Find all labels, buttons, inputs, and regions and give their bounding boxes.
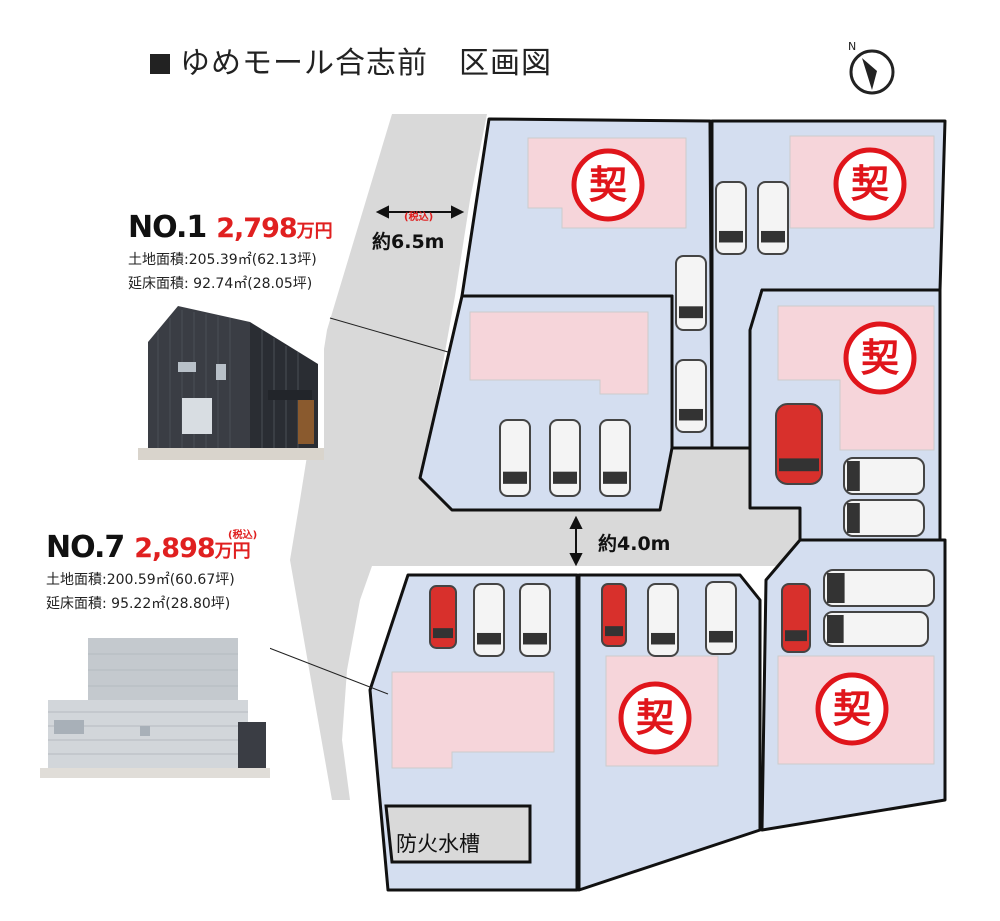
lot-no7-info: NO.7 2,898万円 (税込) 土地面積:200.59㎡(60.67坪) 延床… [46,530,257,613]
white-car-icon [843,457,925,495]
floor-area-label: 延床面積: [46,596,107,612]
red-car-icon [775,403,823,485]
contract-mark-icon: 契 [571,148,645,222]
lot-no7-number: NO.7 [46,530,125,565]
lot-no7-price: 2,898 [134,533,215,564]
building-no1 [469,311,649,395]
lot-no7-price-unit: 万円 [214,541,251,562]
lot-no1-leader-line [329,317,449,353]
road-width-center-label: 約4.0m [598,532,670,555]
compass-north-label: N [848,40,856,53]
land-area-value: 200.59㎡(60.67坪) [106,572,235,588]
lot-no7-floor-area: 延床面積: 95.22㎡(28.80坪) [46,593,251,613]
white-car-icon [675,359,707,433]
lot-no1-tax-note: (税込) [404,212,434,223]
parking-cars [429,181,935,657]
lot-no1-price: 2,798 [216,213,297,244]
contract-marks: 契契契契契 [571,147,917,755]
fire-tank-area [384,804,532,864]
title-square-icon [150,54,170,74]
white-car-icon [647,583,679,657]
white-car-icon [823,611,929,647]
floor-area-value: 92.74㎡(28.05坪) [188,276,313,292]
contract-mark-icon: 契 [815,672,889,746]
white-car-icon [599,419,631,497]
white-car-icon [823,569,935,607]
west-road [290,114,800,800]
svg-text:契: 契 [851,162,889,206]
white-car-icon [715,181,747,255]
lot-no1-house-photo [138,302,324,460]
land-area-label: 土地面積: [46,572,107,588]
white-car-icon [675,255,707,331]
page-title: ゆめモール合志前 区画図 [150,38,552,82]
title-text: ゆめモール合志前 区画図 [180,46,552,81]
white-car-icon [549,419,581,497]
red-car-icon [781,583,811,653]
land-area-label: 土地面積: [128,252,189,268]
lot-no7-house-photo [40,630,270,778]
floor-area-label: 延床面積: [128,276,189,292]
floor-area-value: 95.22㎡(28.80坪) [106,596,231,612]
lot-no1-floor-area: 延床面積: 92.74㎡(28.05坪) [128,273,333,293]
lot-no7-leader-line [263,645,389,695]
lot-no7-tax-note: (税込) [228,530,258,541]
svg-text:契: 契 [636,696,674,740]
white-car-icon [473,583,505,657]
road-width-arrow-center [569,515,583,567]
red-car-icon [429,585,457,649]
building-no7 [391,671,555,769]
svg-text:契: 契 [861,336,899,380]
svg-text:契: 契 [589,163,627,207]
svg-text:契: 契 [833,687,871,731]
white-car-icon [519,583,551,657]
lot-no1-land-area: 土地面積:205.39㎡(62.13坪) [128,249,333,269]
white-car-icon [705,581,737,655]
fire-tank-label: 防火水槽 [396,832,480,856]
white-car-icon [499,419,531,497]
road-width-arrow-west [375,205,465,219]
red-car-icon [601,583,627,647]
lot-no1-info: NO.1 2,798万円 (税込) 土地面積:205.39㎡(62.13坪) 延床… [128,210,433,293]
white-car-icon [843,499,925,537]
lot-no1-price-unit: 万円 [296,221,333,242]
contract-mark-icon: 契 [618,681,692,755]
lot-no7-land-area: 土地面積:200.59㎡(60.67坪) [46,569,251,589]
contract-mark-icon: 契 [843,321,917,395]
contract-mark-icon: 契 [833,147,907,221]
road-width-west-label: 約6.5m [372,230,444,253]
lot-no1-number: NO.1 [128,210,207,245]
central-road-connector [655,448,750,508]
land-area-value: 205.39㎡(62.13坪) [188,252,317,268]
north-compass-icon: N [848,40,895,95]
white-car-icon [757,181,789,255]
